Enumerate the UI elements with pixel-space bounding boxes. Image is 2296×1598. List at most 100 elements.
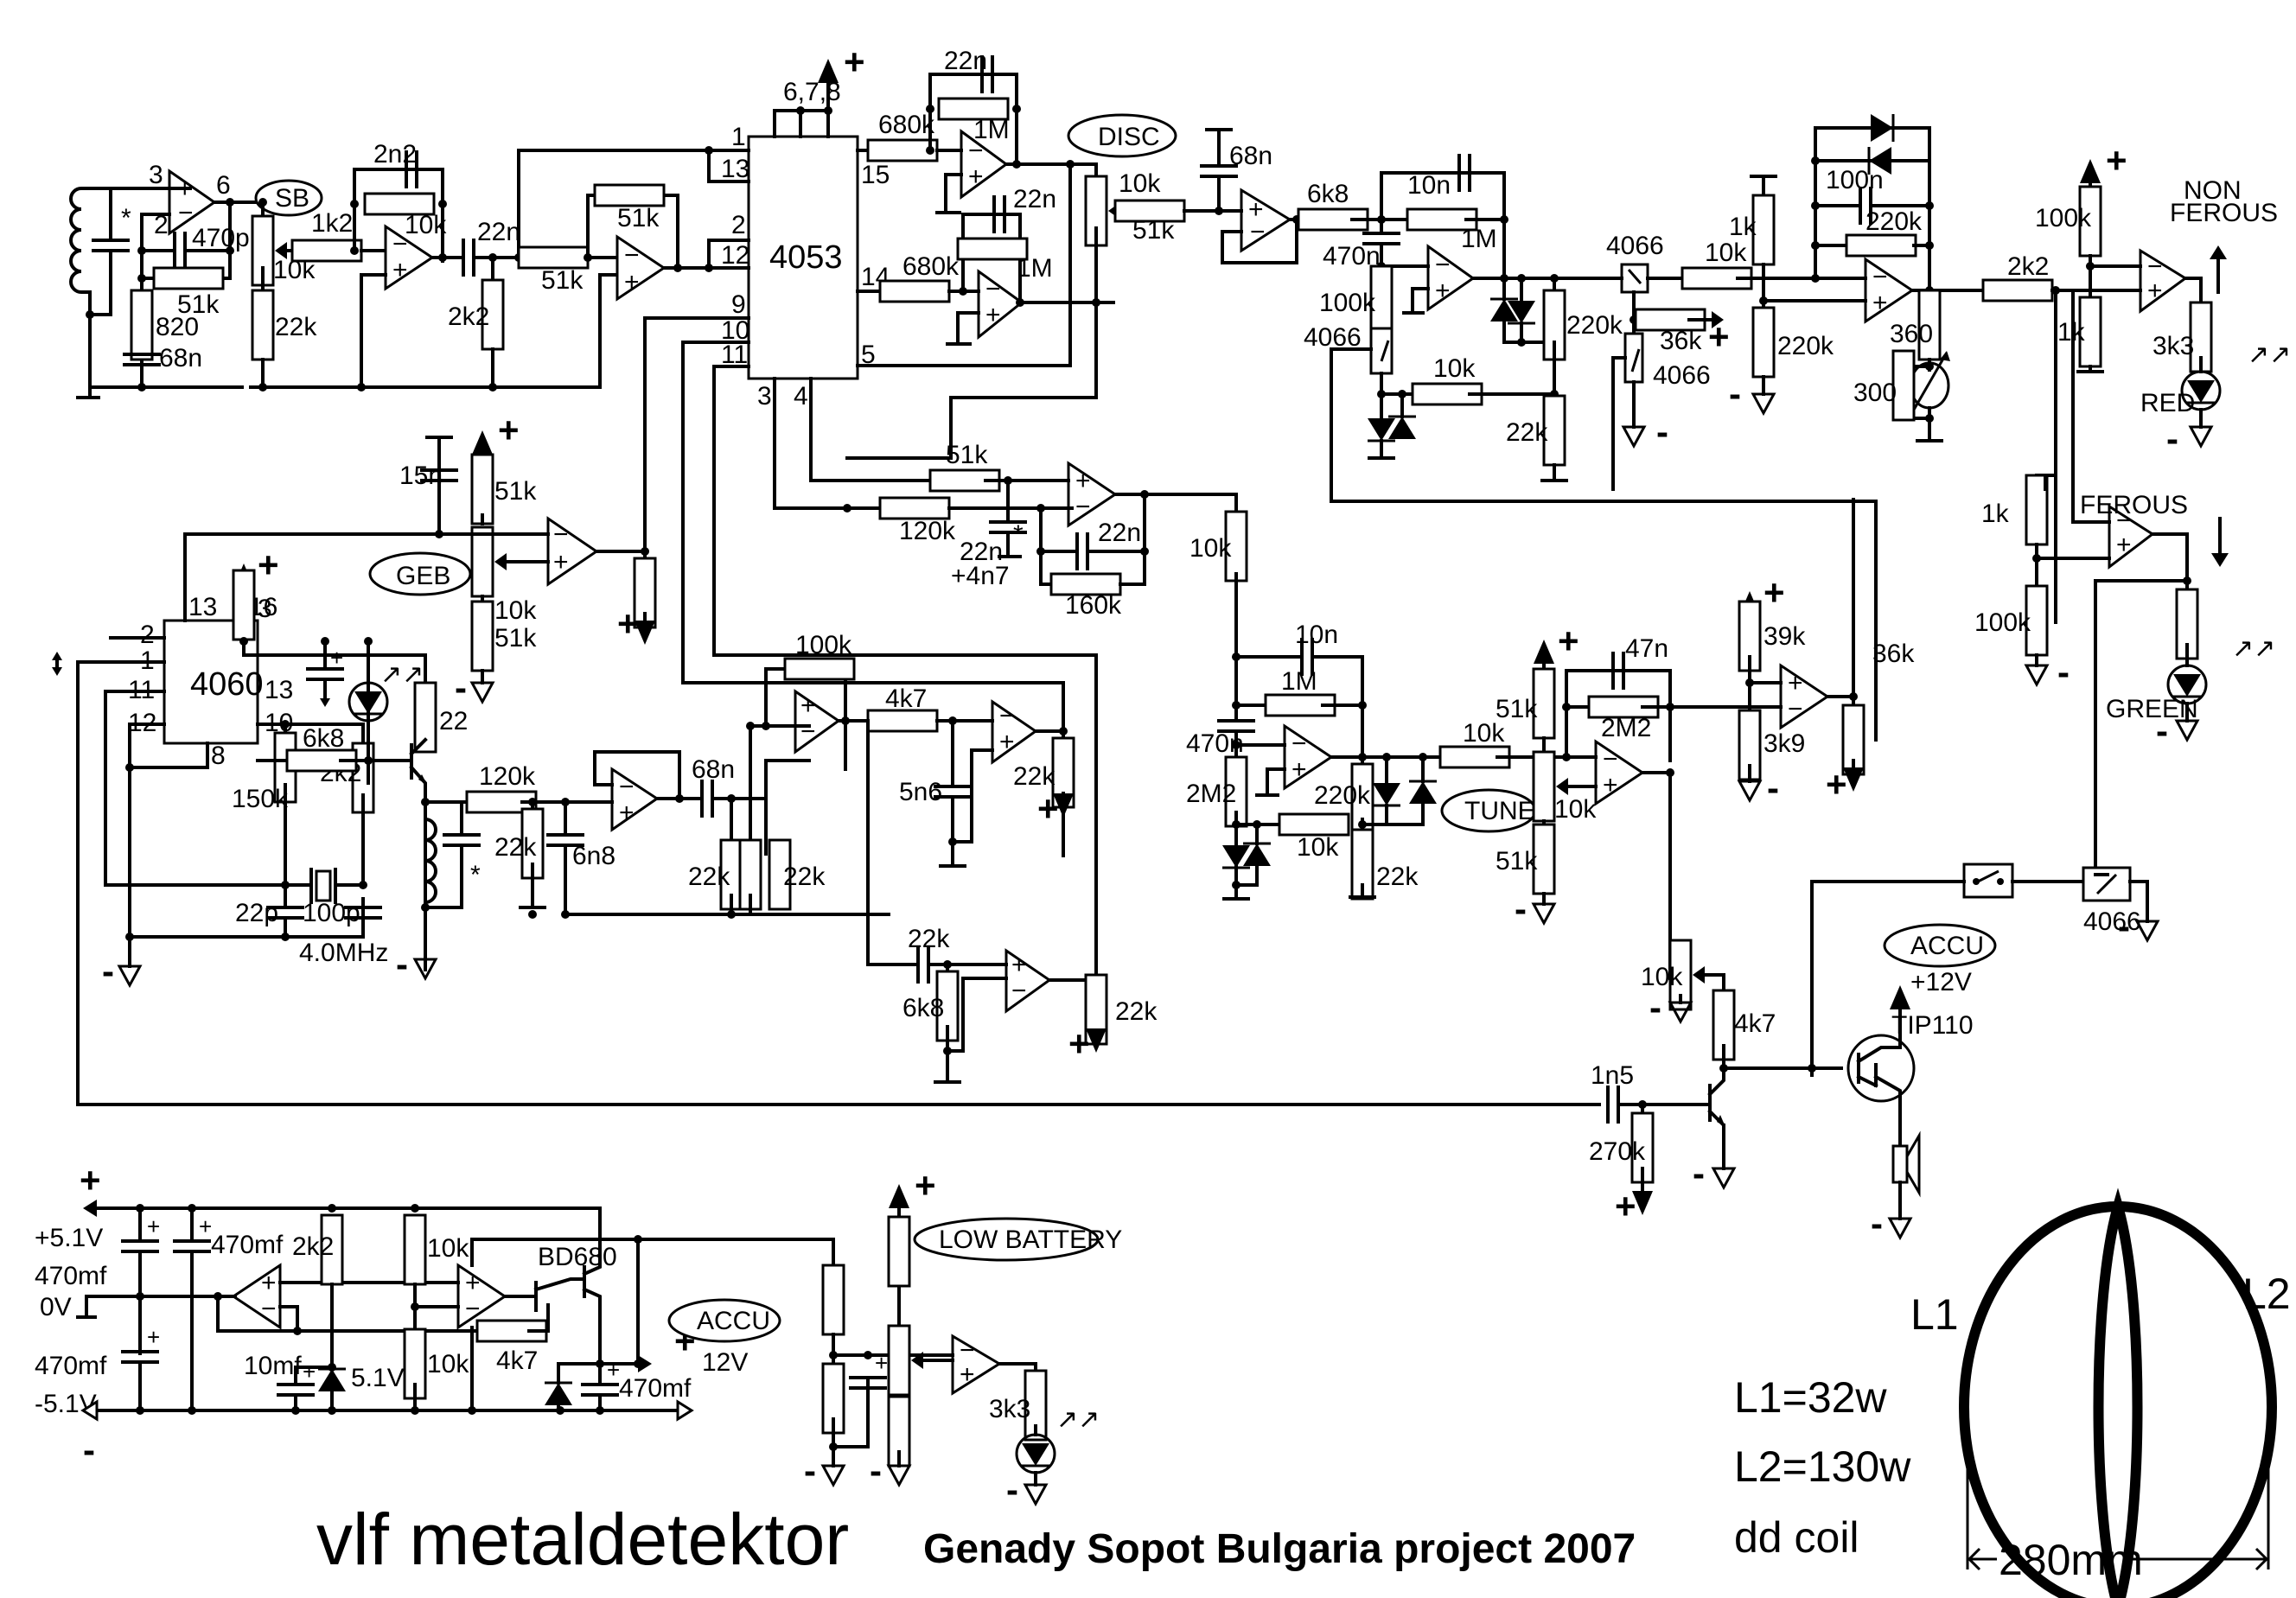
part-label: 360: [1890, 320, 1933, 348]
svg-text:−: −: [800, 717, 816, 746]
svg-text:−: −: [2116, 506, 2132, 535]
ic-label: 4066: [1304, 323, 1362, 352]
phase-shifters: 22k 100k +− 4k7 5n6 −+ 22k + 22k 6k8 +−: [738, 631, 1158, 1084]
svg-text:−: −: [1788, 695, 1803, 723]
switch-4066-d: [1962, 863, 2014, 899]
pin-label: 3: [757, 382, 772, 411]
tx-buffer-opamp: [610, 767, 660, 832]
buffer-opamp: [1240, 188, 1292, 253]
pin-label: 2: [140, 621, 155, 649]
part-label: 22k: [783, 863, 826, 891]
part-label: 15n: [399, 462, 443, 490]
part-label: 220k: [1777, 332, 1834, 360]
minus-label: -: [102, 951, 114, 991]
svg-text:+: +: [330, 645, 343, 671]
pin-label: 6: [216, 171, 231, 200]
svg-text:−: −: [2147, 252, 2163, 281]
red-label: RED: [2140, 389, 2195, 417]
part-label: 680k: [878, 111, 935, 139]
part-label: 3: [258, 595, 272, 623]
part-label: 6n8: [572, 842, 615, 870]
svg-text:−: −: [392, 230, 408, 258]
plus-label: +: [1826, 764, 1847, 805]
meter-opamp: [1864, 257, 1915, 324]
part-label: 220k: [1566, 311, 1623, 340]
svg-text:+: +: [1603, 771, 1618, 799]
svg-text:+: +: [607, 1357, 620, 1383]
svg-text:−: −: [1872, 263, 1888, 291]
pin-label: 9: [731, 290, 746, 319]
sb-control[interactable]: [254, 179, 323, 217]
disc-control[interactable]: [1067, 113, 1177, 158]
minus-label: -: [1515, 888, 1527, 929]
plus-5v1-label: +5.1V: [35, 1224, 103, 1252]
pin-label: 15: [861, 161, 890, 189]
minus-label: -: [2166, 418, 2178, 459]
psu-opamp-1: [231, 1263, 282, 1330]
svg-text:−: −: [999, 702, 1015, 730]
geb-control[interactable]: [368, 551, 472, 596]
led-rays-icon: ↗↗: [2232, 634, 2275, 663]
diagram-credit: Genady Sopot Bulgaria project 2007: [923, 1526, 1636, 1572]
svg-text:+: +: [392, 256, 408, 284]
svg-text:+: +: [1872, 289, 1888, 317]
part-label: 270k: [1589, 1137, 1646, 1166]
svg-text:+: +: [553, 548, 569, 576]
svg-text:−: −: [1292, 729, 1307, 758]
part-label: 100p: [303, 899, 360, 927]
svg-text:−: −: [1075, 493, 1091, 521]
shaper-opamp-3: [1004, 948, 1052, 1014]
svg-text:+: +: [303, 1359, 316, 1385]
part-label: *: [470, 861, 481, 889]
ic-label: 4066: [1606, 232, 1664, 260]
part-label: *: [1013, 520, 1024, 549]
plus-label: +: [1558, 621, 1579, 661]
part-label: 22k: [688, 863, 730, 891]
part-label: 120k: [899, 517, 956, 545]
ic-label: 4060: [190, 666, 264, 703]
pin-label: 2: [154, 211, 169, 239]
l1-spec: L1=32w: [1734, 1373, 1887, 1422]
part-label: 22p: [235, 899, 278, 927]
plus-label: +: [498, 410, 520, 450]
part-label: 6k8: [303, 724, 344, 753]
part-label: 2M2: [1186, 780, 1236, 808]
minus-label: -: [2057, 652, 2070, 692]
crystal: [315, 869, 332, 902]
svg-text:−: −: [968, 137, 984, 165]
svg-text:−: −: [261, 1295, 277, 1323]
shaper-opamp-1: [794, 689, 841, 754]
part-label: 22k: [494, 833, 537, 862]
audio-amp: 10n 1M 470n 100k −+ 220k 22k 4066 10k: [1304, 112, 2142, 742]
l1-label: L1: [1910, 1290, 1959, 1339]
part-label: 1k: [1729, 213, 1757, 241]
led-rays-icon: ↗↗: [2248, 341, 2291, 369]
accu-control[interactable]: [1883, 923, 1997, 968]
plus-12v-label: +12V: [1910, 968, 1972, 996]
arrow-up-icon: [2210, 245, 2227, 259]
minus-label: -: [804, 1450, 816, 1491]
pin-label: 8: [211, 742, 226, 770]
svg-text:+: +: [1788, 669, 1803, 697]
plus-label: +: [617, 603, 639, 644]
tune-opamp-1: [1283, 723, 1334, 791]
accu-psu-control[interactable]: [667, 1298, 781, 1343]
coil-diameter-label: 280mm: [1999, 1536, 2143, 1584]
preamp-opamp: [168, 169, 217, 236]
svg-text:−: −: [1011, 977, 1027, 1005]
svg-text:−: −: [1603, 745, 1618, 774]
svg-text:+: +: [147, 1324, 160, 1350]
svg-text:−: −: [553, 520, 569, 549]
svg-text:+: +: [968, 162, 984, 191]
plus-label: +: [80, 1160, 101, 1200]
phase-integrators: 680k 1M 22n −+ 680k 1M 22n −+ DISC 10k: [845, 47, 1383, 460]
svg-text:+: +: [875, 1350, 888, 1376]
opamp-3: [615, 234, 666, 302]
minus-label: -: [870, 1450, 882, 1491]
minus-label: -: [1729, 373, 1741, 414]
part-label: 36k: [1660, 327, 1702, 355]
low-battery-indicator: [913, 1217, 1100, 1262]
part-label: 2k2: [292, 1232, 334, 1261]
svg-text:+: +: [2147, 277, 2163, 305]
part-label: 22k: [1115, 997, 1158, 1026]
